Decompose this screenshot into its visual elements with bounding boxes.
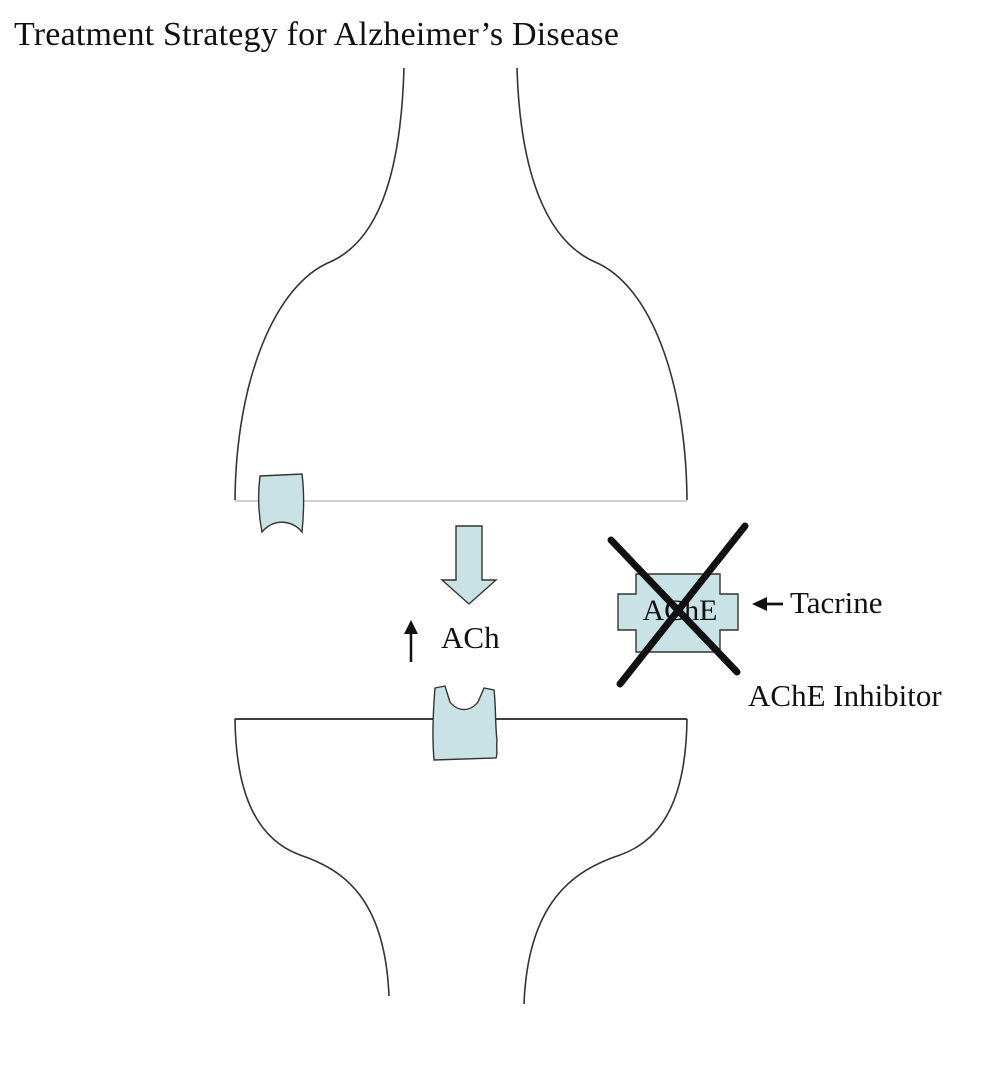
tacrine-label: Tacrine	[790, 585, 883, 621]
postsynaptic-receptor	[433, 686, 497, 760]
release-arrow	[442, 526, 496, 604]
postsynaptic-terminal-outline	[235, 719, 389, 996]
postsynaptic-terminal-outline-right	[524, 719, 687, 1004]
presynaptic-terminal-outline-right	[517, 68, 687, 500]
tacrine-arrow-icon	[752, 597, 783, 611]
ach-label: ACh	[441, 620, 500, 656]
presynaptic-receptor	[259, 474, 304, 532]
presynaptic-terminal-outline	[235, 68, 404, 500]
increase-arrow-icon	[404, 620, 418, 662]
ache-inhibitor-label: AChE Inhibitor	[748, 678, 942, 714]
